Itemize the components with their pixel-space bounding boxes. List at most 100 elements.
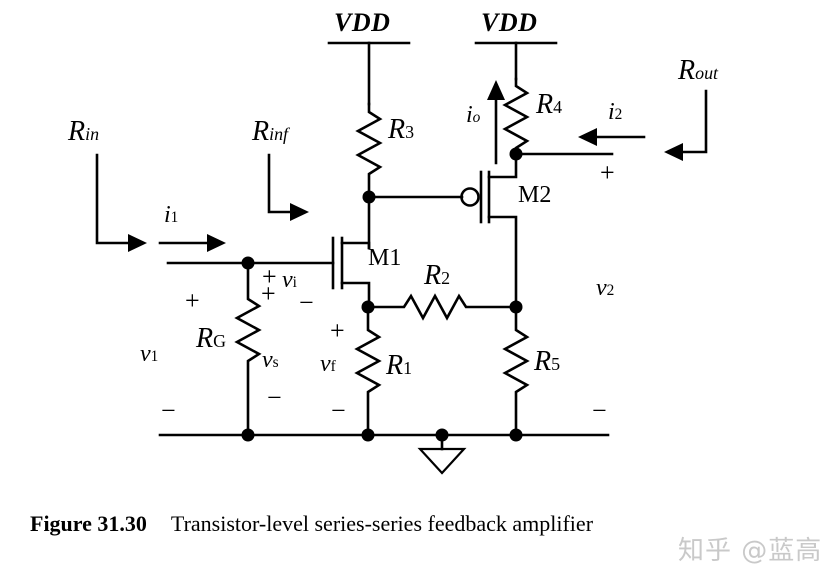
node-dot-ground bbox=[435, 428, 449, 442]
node-dot-input bbox=[241, 256, 255, 270]
resistor-R2 bbox=[366, 293, 518, 321]
label-R3: R3 bbox=[388, 116, 414, 144]
label-R2-letter: R bbox=[424, 260, 442, 291]
label-R2-sub: 2 bbox=[441, 268, 451, 288]
label-vf-letter: v bbox=[320, 351, 331, 377]
label-vi-minus: − bbox=[299, 288, 314, 317]
m1-drain-lead bbox=[340, 241, 371, 250]
label-vi-letter: v bbox=[282, 267, 293, 293]
node-dot-m1-drain bbox=[362, 190, 376, 204]
label-R-in-letter: R bbox=[68, 116, 86, 147]
label-R5-sub: 5 bbox=[551, 354, 561, 374]
label-R-inf: Rinf bbox=[252, 118, 288, 146]
node-dot-r1-gnd bbox=[361, 428, 375, 442]
m2-drain-lead bbox=[487, 215, 518, 309]
label-vf-minus: − bbox=[331, 396, 346, 425]
label-M1: M1 bbox=[368, 245, 402, 271]
label-io-sub: o bbox=[472, 109, 481, 126]
label-v1-minus: − bbox=[161, 396, 176, 425]
label-R-inf-letter: R bbox=[252, 116, 270, 147]
node-dot-m1-source bbox=[361, 300, 375, 314]
label-R4-sub: 4 bbox=[553, 97, 563, 117]
figure-caption: Figure 31.30 Transistor-level series-seri… bbox=[30, 511, 820, 537]
label-R3-letter: R bbox=[388, 114, 406, 145]
label-R2: R2 bbox=[424, 262, 450, 290]
label-v1-sub: 1 bbox=[150, 348, 159, 365]
label-i1-sub: 1 bbox=[170, 209, 179, 226]
label-vf: vf bbox=[320, 352, 336, 376]
caption-number: Figure 31.30 bbox=[30, 511, 147, 536]
label-v1-plus: + bbox=[185, 286, 200, 315]
label-RG: RG bbox=[196, 325, 226, 353]
label-M2: M2 bbox=[518, 182, 552, 208]
label-io-letter: i bbox=[466, 102, 473, 128]
label-RG-letter: R bbox=[196, 323, 214, 354]
r-in-arrowhead bbox=[128, 234, 147, 252]
label-vs-minus: − bbox=[267, 383, 282, 412]
r-in-pointer-line bbox=[95, 153, 130, 245]
label-v1: v1 bbox=[140, 342, 158, 366]
r-inf-pointer-line bbox=[267, 153, 292, 214]
resistor-RG bbox=[234, 261, 262, 437]
label-R-out-sub: out bbox=[695, 63, 718, 83]
label-vs-sub: s bbox=[272, 354, 279, 371]
label-R-in-sub: in bbox=[85, 124, 100, 144]
r-out-arrowhead bbox=[664, 143, 683, 161]
label-R4-letter: R bbox=[536, 89, 554, 120]
label-i2: i2 bbox=[608, 100, 622, 124]
label-vi: vi bbox=[282, 268, 297, 292]
label-v1-letter: v bbox=[140, 341, 151, 367]
label-io: io bbox=[466, 103, 480, 127]
label-v2-sub: 2 bbox=[606, 282, 615, 299]
r-inf-arrowhead bbox=[290, 203, 309, 221]
label-R-out: Rout bbox=[678, 57, 718, 85]
node-dot-rg-gnd bbox=[241, 428, 255, 442]
label-i2-letter: i bbox=[608, 99, 615, 125]
watermark: 知乎 @蓝高 bbox=[678, 536, 823, 566]
label-R5-letter: R bbox=[534, 346, 552, 377]
io-arrowhead bbox=[487, 80, 505, 100]
label-vs-letter: v bbox=[262, 347, 273, 373]
label-R1-letter: R bbox=[386, 350, 404, 381]
label-R-out-letter: R bbox=[678, 55, 696, 86]
label-vdd-right: VDD bbox=[481, 8, 538, 37]
label-v2: v2 bbox=[596, 276, 614, 300]
label-v2-minus: − bbox=[592, 396, 607, 425]
label-vs: vs bbox=[262, 348, 279, 372]
ground-triangle bbox=[417, 447, 467, 475]
label-v2-letter: v bbox=[596, 275, 607, 301]
label-R5: R5 bbox=[534, 348, 560, 376]
label-R1-sub: 1 bbox=[403, 358, 413, 378]
resistor-R1 bbox=[354, 305, 382, 437]
label-vi-plus: + bbox=[262, 262, 277, 291]
resistor-R3 bbox=[355, 102, 383, 199]
m2-gate-bubble bbox=[460, 187, 480, 207]
m2-source-lead bbox=[487, 152, 518, 179]
label-i2-sub: 2 bbox=[614, 106, 623, 123]
node-dot-m2-drain bbox=[509, 300, 523, 314]
label-R1: R1 bbox=[386, 352, 412, 380]
label-RG-sub: G bbox=[213, 331, 227, 351]
label-R4: R4 bbox=[536, 91, 562, 119]
label-i1-letter: i bbox=[164, 202, 171, 228]
label-v2-plus: + bbox=[600, 158, 615, 187]
label-vi-plus-2: + bbox=[261, 279, 276, 308]
label-R-inf-sub: inf bbox=[269, 124, 289, 144]
i1-arrowhead bbox=[207, 234, 226, 252]
node-dot-r5-gnd bbox=[509, 428, 523, 442]
resistor-R5 bbox=[502, 305, 530, 437]
r-out-pointer-line bbox=[681, 89, 708, 154]
label-vf-sub: f bbox=[330, 358, 336, 375]
label-vdd-left: VDD bbox=[334, 8, 391, 37]
i2-arrowhead bbox=[578, 128, 597, 146]
caption-text: Transistor-level series-series feedback … bbox=[170, 511, 594, 536]
label-R-in: Rin bbox=[68, 118, 99, 146]
resistor-R4 bbox=[502, 77, 530, 156]
label-R3-sub: 3 bbox=[405, 122, 415, 142]
label-vi-sub: i bbox=[292, 274, 297, 291]
label-i1: i1 bbox=[164, 203, 178, 227]
label-vf-plus: + bbox=[330, 316, 345, 345]
node-dot-m2-source bbox=[509, 147, 523, 161]
